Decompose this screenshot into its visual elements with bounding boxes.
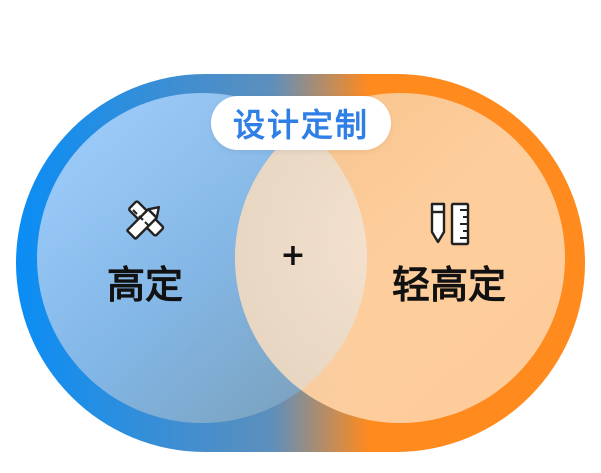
pencil-ruler-icon <box>126 200 165 240</box>
overlap-region <box>235 93 367 423</box>
label-high-custom: 高定 <box>107 263 184 307</box>
plus-sign: + <box>280 238 306 273</box>
label-light-high-custom: 轻高定 <box>392 263 507 307</box>
pencil-ruler-icon <box>430 202 470 246</box>
title-badge: 设计定制 <box>211 96 391 150</box>
title-text: 设计定制 <box>232 106 369 144</box>
